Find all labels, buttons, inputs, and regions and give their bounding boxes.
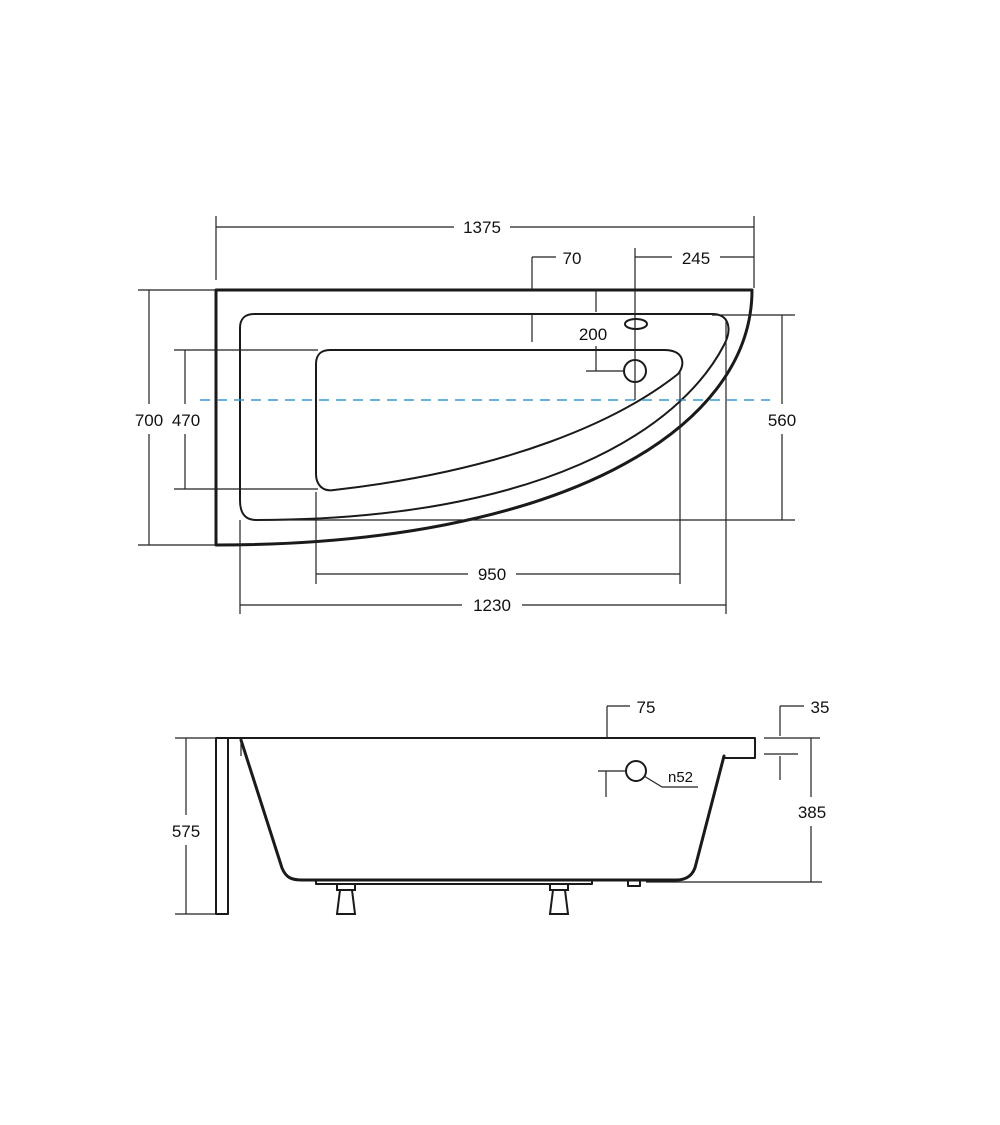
dim-label-rim-width: 560	[768, 411, 796, 430]
dim-label-overall-width: 700	[135, 411, 163, 430]
dim-rim-thickness: 35	[764, 698, 829, 780]
dim-label-overflow-height: 75	[637, 698, 656, 717]
dim-total-height: 575	[172, 737, 216, 915]
outer-rim-outline	[214, 288, 754, 547]
dim-overall-width: 700	[135, 289, 216, 546]
dim-label-inner-length: 1230	[473, 596, 511, 615]
dim-overflow-height: 75	[606, 698, 656, 738]
dim-label-drain-depth: 200	[579, 325, 607, 344]
dim-label-overflow-diameter: n52	[668, 769, 693, 786]
front-panel-outline	[215, 737, 229, 915]
dim-inner-bottom-length: 950	[315, 372, 681, 584]
dim-label-overall-length: 1375	[463, 218, 501, 237]
dim-label-overflow-offset: 70	[563, 249, 582, 268]
rim-outline	[216, 737, 756, 759]
right-foot	[548, 883, 570, 915]
dim-label-inner-bottom-width: 470	[172, 411, 200, 430]
inner-basin-outline	[239, 313, 730, 521]
drain-bump	[627, 880, 641, 887]
dim-label-inner-depth: 385	[798, 803, 826, 822]
left-foot	[335, 883, 357, 915]
dim-rim-width: 560	[256, 314, 796, 521]
dim-label-total-height: 575	[172, 822, 200, 841]
dim-inner-bottom-width: 470	[172, 349, 318, 490]
side-view: n52 75 35 575 385	[172, 698, 829, 915]
dim-overall-length: 1375	[215, 216, 755, 288]
tub-body-outline	[239, 738, 726, 882]
top-view: 1375 70 245 200 700	[135, 216, 796, 615]
basin-bottom-outline	[315, 349, 684, 492]
dim-overflow-offset: 70	[531, 249, 582, 342]
dim-label-inner-bottom-length: 950	[478, 565, 506, 584]
overflow-hole-side	[625, 760, 647, 782]
overflow-hole	[624, 318, 648, 330]
dim-inner-length: 1230	[239, 320, 727, 615]
base-plate-outline	[315, 880, 593, 885]
dim-label-drain-offset: 245	[682, 249, 710, 268]
dim-drain-offset: 245	[634, 248, 754, 400]
dim-inner-depth: 385	[646, 738, 826, 883]
dim-drain-depth: 200	[579, 290, 624, 372]
dim-label-rim-thickness: 35	[811, 698, 830, 717]
